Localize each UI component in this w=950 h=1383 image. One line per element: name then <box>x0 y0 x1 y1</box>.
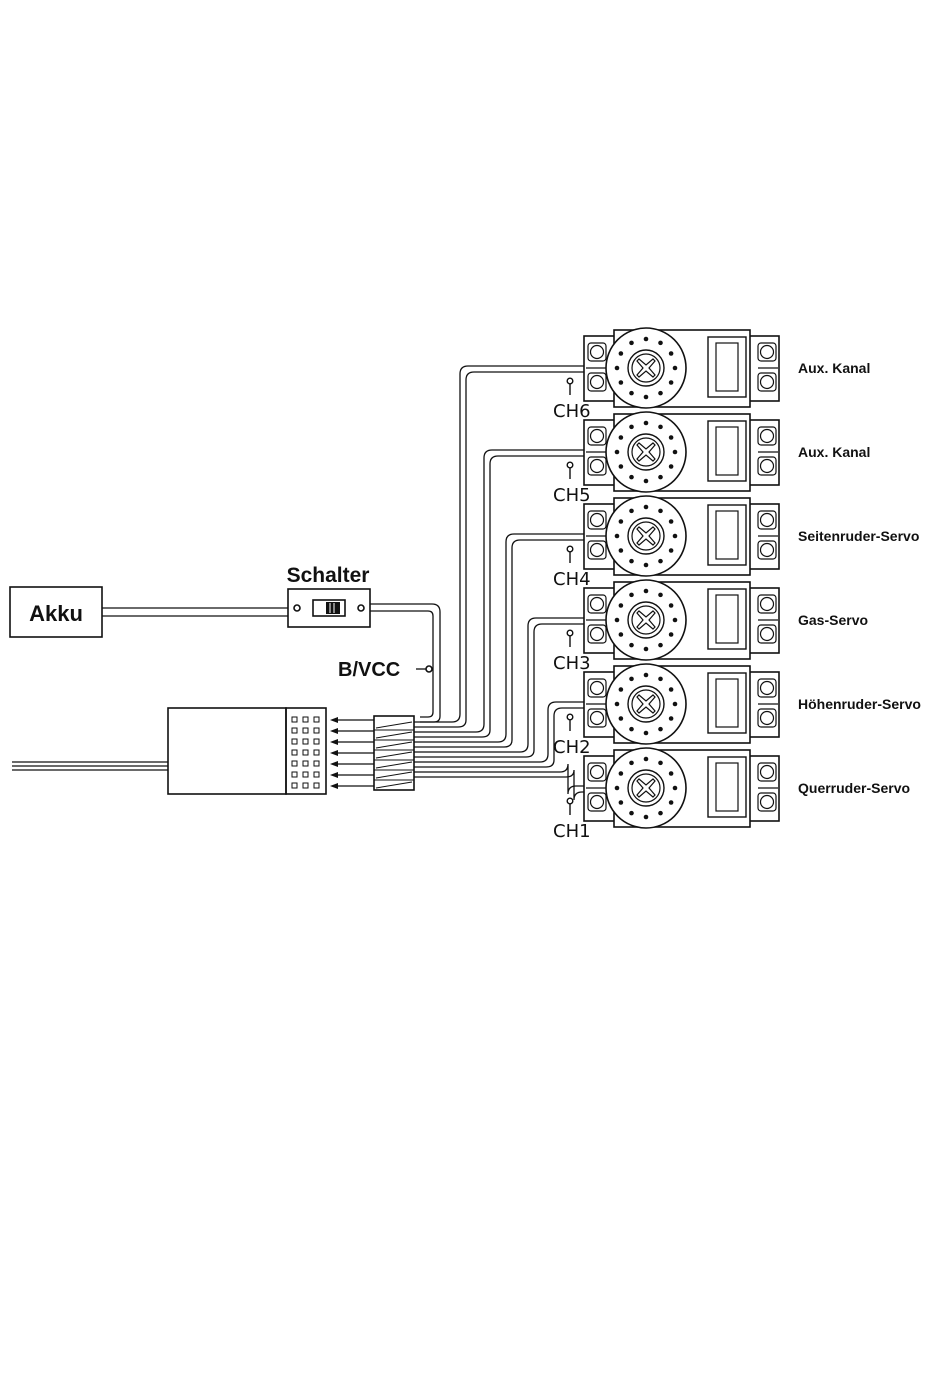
bvcc-port: B/VCC <box>338 659 432 681</box>
receiver-pin <box>314 761 319 766</box>
receiver-pin <box>303 772 308 777</box>
receiver-pin <box>292 772 297 777</box>
servo-wire <box>414 770 584 800</box>
receiver-pin <box>303 783 308 788</box>
channel-label: CH2 <box>553 737 591 758</box>
receiver-pin <box>292 783 297 788</box>
receiver-pin <box>314 783 319 788</box>
servo-name-label: Seitenruder-Servo <box>798 528 919 544</box>
receiver-pin <box>314 717 319 722</box>
arrow-icon <box>330 783 338 789</box>
servo-name-label: Aux. Kanal <box>798 360 870 376</box>
servo-ch4: CH4 Seitenruder-Servo <box>553 496 919 590</box>
arrow-icon <box>330 772 338 778</box>
servo-name-label: Gas-Servo <box>798 612 868 628</box>
receiver-pin <box>314 750 319 755</box>
switch-box: Schalter <box>287 564 370 627</box>
bvcc-label: B/VCC <box>338 659 400 681</box>
arrow-icon <box>330 717 338 723</box>
receiver-pin <box>303 728 308 733</box>
receiver <box>12 708 374 794</box>
channel-pin-icon <box>567 462 573 468</box>
servo-name-label: Höhenruder-Servo <box>798 696 921 712</box>
receiver-pin <box>314 772 319 777</box>
arrow-icon <box>330 761 338 767</box>
servo-ch3: CH3 Gas-Servo <box>553 580 868 674</box>
servo-ch6: CH6 Aux. Kanal <box>553 328 870 422</box>
battery-wire <box>102 608 288 616</box>
receiver-pin <box>314 728 319 733</box>
arrow-icon <box>330 739 338 745</box>
arrow-icon <box>330 728 338 734</box>
receiver-pin <box>314 739 319 744</box>
channel-pin-icon <box>567 630 573 636</box>
receiver-pin <box>292 761 297 766</box>
servo-ch1: CH1 Querruder-Servo <box>553 748 910 842</box>
channel-label: CH4 <box>553 569 591 590</box>
battery-label: Akku <box>29 601 83 626</box>
receiver-pin <box>303 750 308 755</box>
channel-pin-icon <box>567 546 573 552</box>
receiver-pin <box>303 717 308 722</box>
servo-ch2: CH2 Höhenruder-Servo <box>553 664 921 758</box>
channel-pin-icon <box>567 714 573 720</box>
channel-label: CH5 <box>553 485 591 506</box>
receiver-pin <box>292 739 297 744</box>
switch-label: Schalter <box>287 564 370 587</box>
channel-label: CH6 <box>553 401 591 422</box>
receiver-pin <box>303 761 308 766</box>
battery-box: Akku <box>10 587 102 637</box>
channel-pin-icon <box>567 378 573 384</box>
connector-block <box>374 716 414 790</box>
servo-name-label: Aux. Kanal <box>798 444 870 460</box>
channel-label: CH3 <box>553 653 591 674</box>
servo-ch5: CH5 Aux. Kanal <box>553 412 870 506</box>
receiver-pin <box>292 717 297 722</box>
arrow-icon <box>330 750 338 756</box>
receiver-pin <box>303 739 308 744</box>
channel-label: CH1 <box>553 821 591 842</box>
channel-pin-icon <box>567 798 573 804</box>
servo-name-label: Querruder-Servo <box>798 780 910 796</box>
receiver-pin <box>292 750 297 755</box>
servo-wire <box>414 764 584 794</box>
receiver-pin <box>292 728 297 733</box>
